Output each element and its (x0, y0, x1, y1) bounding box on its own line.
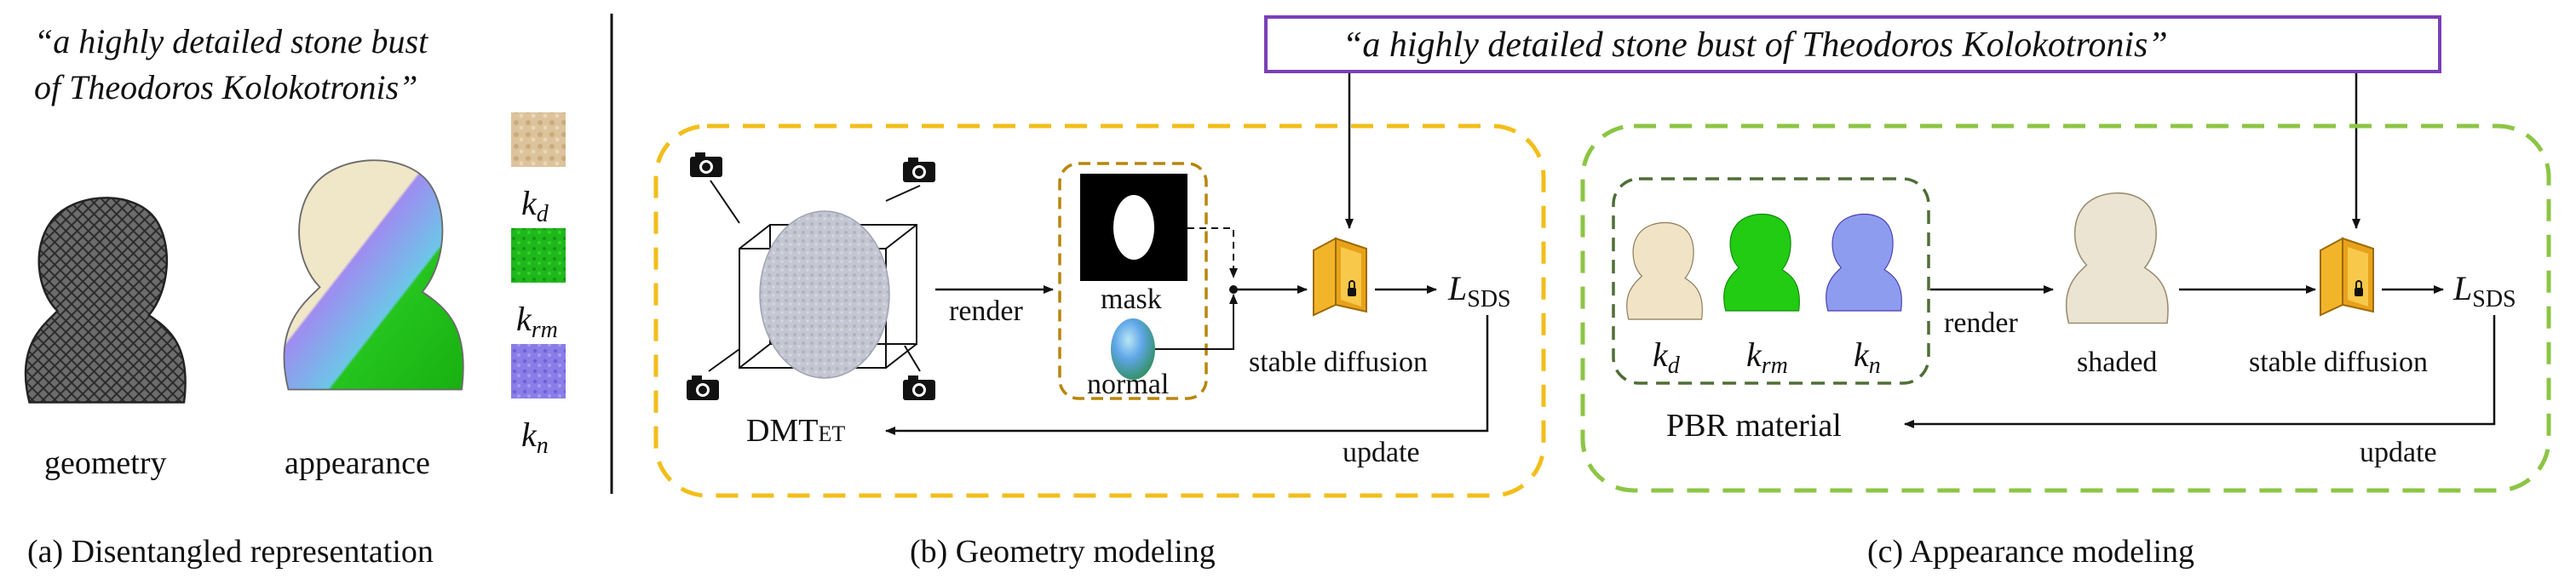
mask-shape (1113, 195, 1154, 260)
camera-rays (708, 180, 921, 372)
normal-connector (1155, 294, 1238, 350)
ellipsoid-icon (759, 210, 890, 379)
sd-label-b: stable diffusion (1249, 347, 1428, 378)
pbr-label: PBR material (1666, 408, 1842, 444)
kd-sub: d (537, 201, 549, 227)
camera-icon (903, 375, 935, 400)
loss-main-c: L (2452, 269, 2472, 307)
model-label: DMTET (746, 413, 845, 449)
stable-diffusion-icon (1313, 238, 1367, 316)
camera-icon (690, 152, 722, 177)
update-arrow-b (885, 315, 1489, 435)
caption-a: (a) Disentangled representation (27, 534, 434, 570)
pbr-krm: krm (1746, 335, 1788, 379)
krm-swatch (511, 228, 566, 283)
update-label-b: update (1343, 437, 1420, 468)
render-label-b: render (949, 295, 1024, 327)
pbr-box (1612, 177, 1930, 385)
caption-b: (b) Geometry modeling (910, 534, 1216, 570)
bust-icon (1826, 213, 1902, 312)
geometry-label: geometry (44, 445, 167, 481)
camera-icon (687, 375, 719, 400)
mask-connector (1187, 227, 1238, 278)
mask-normal-box (1058, 162, 1208, 400)
panel-a: “a highly detailed stone bust of Theodor… (24, 22, 566, 570)
pbr-kn: kn (1854, 335, 1881, 379)
panel-a-prompt-line2: of Theodoros Kolokotronis” (34, 68, 417, 106)
loss-sub-b: SDS (1467, 286, 1510, 312)
prompt-box (1264, 15, 2441, 73)
bust-icon (2065, 192, 2169, 324)
render-label-c: render (1944, 307, 2019, 339)
model-sub: ET (818, 421, 845, 446)
shaded-label: shaded (2077, 347, 2157, 378)
update-label-c: update (2360, 437, 2437, 468)
loss-main-b: L (1447, 269, 1467, 307)
appearance-box (1580, 123, 2551, 493)
kd-swatch (511, 112, 566, 167)
prompt-text: “a highly detailed stone bust of Theodor… (1343, 26, 2168, 65)
stable-diffusion-icon (2320, 238, 2374, 316)
pbr-kd: kd (1653, 335, 1681, 379)
kd-label: kd (521, 184, 549, 227)
kn-label: kn (521, 416, 549, 459)
mask-label: mask (1101, 284, 1162, 315)
bust-icon (1626, 221, 1703, 320)
bust-icon (283, 159, 464, 391)
kn-sub: n (537, 433, 549, 459)
kn-swatch (511, 344, 566, 398)
krm-label: krm (516, 300, 558, 343)
update-arrow-c (1904, 315, 2496, 428)
panel-c: kd krm kn PBR material render shaded sta… (1580, 123, 2551, 570)
loss-label-b: LSDS (1447, 269, 1511, 312)
bust-icon (1723, 213, 1800, 312)
krm-sub: rm (532, 317, 558, 343)
normal-image (1111, 318, 1155, 380)
normal-label: normal (1087, 369, 1169, 400)
panel-a-prompt-line1: “a highly detailed stone bust (34, 22, 428, 60)
caption-c: (c) Appearance modeling (1867, 534, 2194, 570)
loss-label-c: LSDS (2452, 269, 2516, 312)
appearance-label: appearance (285, 445, 430, 481)
mesh-icon (24, 197, 187, 404)
model-main: DMT (746, 413, 818, 449)
loss-sub-c: SDS (2472, 286, 2516, 312)
sd-label-c: stable diffusion (2249, 347, 2428, 378)
panel-b: DMTET render mask normal stable diffusio… (653, 123, 1546, 570)
camera-icon (903, 158, 935, 182)
